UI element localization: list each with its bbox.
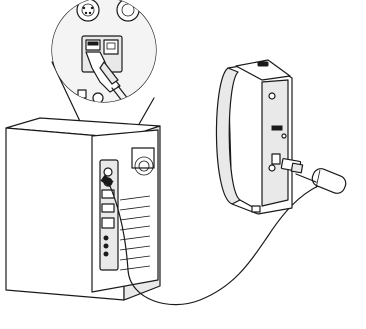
usb-port bbox=[86, 40, 100, 50]
ps2-port bbox=[117, 0, 139, 21]
computer-tower bbox=[6, 118, 160, 300]
magnifier-zoom-view bbox=[40, 0, 170, 120]
ethernet-port bbox=[104, 40, 118, 54]
ferrite-core bbox=[310, 166, 348, 195]
camcorder bbox=[216, 60, 302, 214]
